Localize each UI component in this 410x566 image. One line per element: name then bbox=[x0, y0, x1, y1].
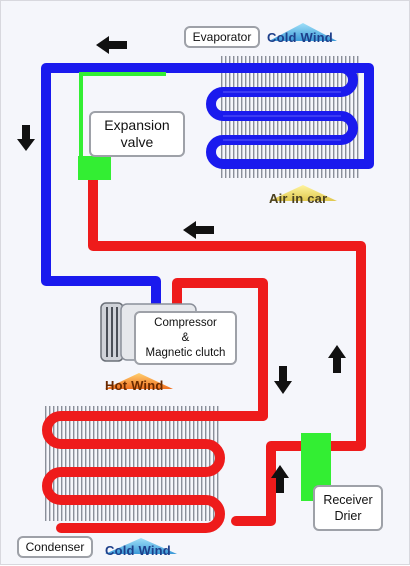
evaporator-label-box: Evaporator bbox=[184, 26, 260, 48]
cold-wind-top-label: Cold Wind bbox=[267, 30, 333, 45]
receiver-drier-label-line1: Receiver bbox=[323, 493, 373, 507]
hot-wind-label: Hot Wind bbox=[105, 378, 164, 393]
high-pressure-pipe bbox=[42, 174, 366, 533]
compressor-label-line3: Magnetic clutch bbox=[145, 346, 226, 359]
arrow-icon bbox=[274, 366, 292, 394]
expansion-valve-label-line1: Expansion bbox=[104, 117, 170, 133]
arrow-icon bbox=[183, 221, 214, 239]
arrow-icon bbox=[328, 345, 346, 373]
receiver-drier-label-box: Receiver Drier bbox=[313, 485, 383, 531]
arrow-icon bbox=[271, 465, 289, 493]
receiver-drier-label-line2: Drier bbox=[334, 509, 362, 523]
expansion-valve-block bbox=[78, 156, 111, 180]
compressor-label-line2: & bbox=[181, 331, 190, 344]
compressor-label-box: Compressor & Magnetic clutch bbox=[134, 311, 237, 365]
expansion-valve-label-line2: valve bbox=[120, 134, 154, 150]
flow-arrows bbox=[17, 36, 346, 493]
expansion-valve-label-box: Expansion valve bbox=[89, 111, 185, 157]
air-in-car-label: Air in car bbox=[269, 191, 328, 206]
capillary-tube bbox=[79, 72, 166, 156]
hot-wind-badge bbox=[105, 373, 173, 389]
cold-wind-top-badge bbox=[269, 23, 337, 41]
compressor-label-line1: Compressor bbox=[154, 316, 217, 329]
cold-wind-bottom-badge bbox=[105, 538, 177, 554]
arrow-icon bbox=[96, 36, 127, 54]
air-in-car-badge bbox=[269, 185, 337, 201]
condenser-label: Condenser bbox=[25, 540, 85, 554]
evaporator-label: Evaporator bbox=[192, 30, 252, 44]
arrow-icon bbox=[17, 125, 35, 151]
condenser-label-box: Condenser bbox=[17, 536, 93, 558]
cold-wind-bottom-label: Cold Wind bbox=[105, 543, 171, 558]
